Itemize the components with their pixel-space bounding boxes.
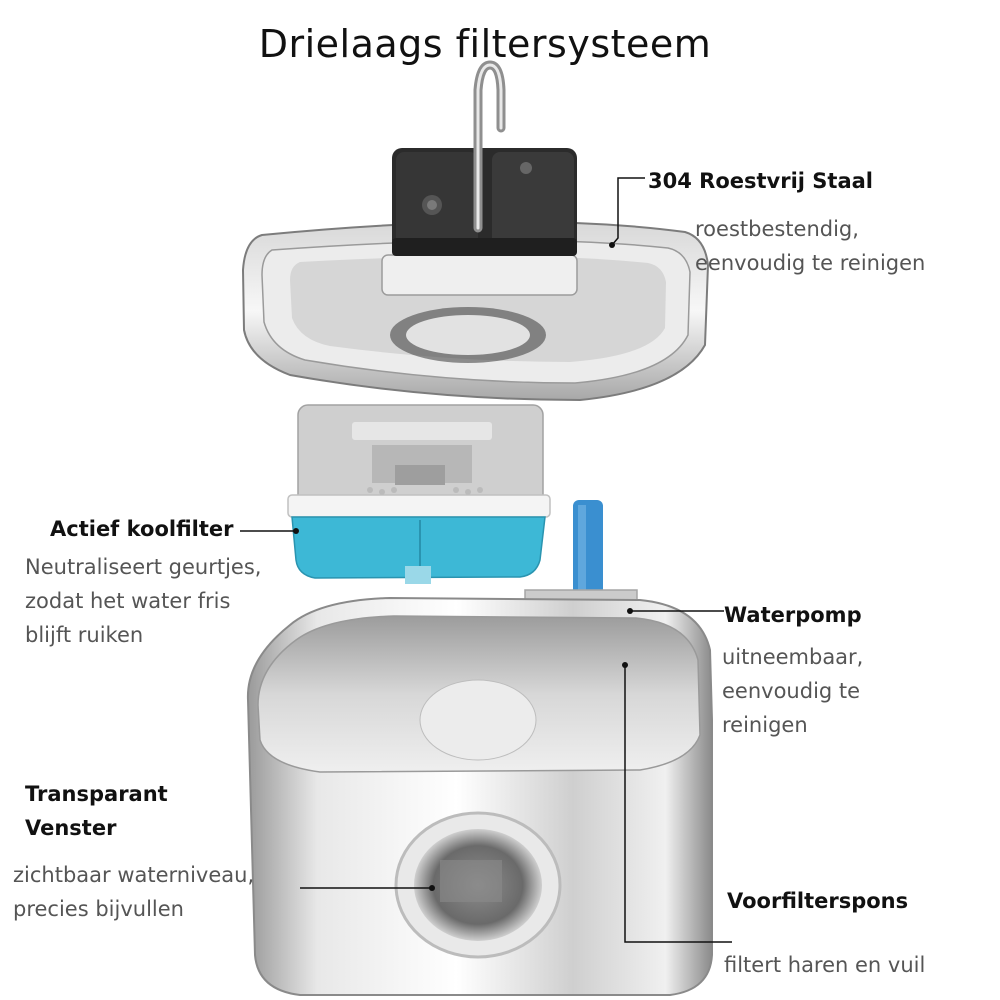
leader-dots (293, 242, 633, 891)
sponge-label-description: filtert haren en vuil (724, 953, 926, 977)
leader-lines (240, 177, 732, 943)
carbon-label-description: Neutraliseert geurtjes, zodat het water … (25, 555, 262, 647)
steel-label-description: roestbestendig, eenvoudig te reinigen (695, 217, 926, 275)
window-label-heading: Transparant Venster (25, 782, 168, 840)
leader-sponge (624, 665, 732, 943)
page-title: Drielaags filtersysteem (258, 22, 712, 66)
filter-cartridge-frame (297, 404, 544, 516)
steel-bowl (246, 596, 713, 996)
pump-label-heading: Waterpomp (724, 603, 862, 627)
water-spout (473, 60, 506, 233)
sponge-label-heading: Voorfilterspons (727, 889, 909, 913)
steel-tray (241, 220, 710, 402)
leader-steel (611, 177, 645, 246)
steel-label-heading: 304 Roestvrij Staal (648, 169, 873, 193)
motor-housing (392, 148, 577, 256)
transparent-window (394, 811, 562, 959)
carbon-filter (287, 487, 551, 584)
window-label-description: zichtbaar waterniveau, precies bijvullen (13, 863, 255, 921)
carbon-label-heading: Actief koolfilter (50, 517, 234, 541)
pump-label-description: uitneembaar, eenvoudig te reinigen (722, 645, 864, 737)
